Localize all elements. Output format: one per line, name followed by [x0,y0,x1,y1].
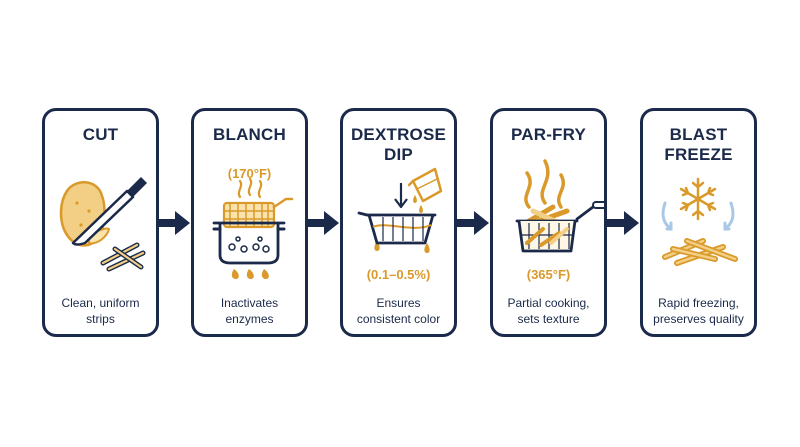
step-card-cut: CUT Clean, uniform strips [42,108,159,337]
step-description: Partial cooking, sets texture [507,296,590,326]
flame-icon [231,269,269,279]
arrow-right-icon [456,211,489,235]
step-title: DEXTROSE DIP [350,125,447,164]
step-description: Clean, uniform strips [61,296,140,326]
blanch-temperature: (170°F) [227,166,272,181]
step-description: Rapid freezing, preserves quality [653,296,744,326]
fry-basket-icon [222,197,294,229]
knife-icon [71,177,147,246]
step-title: PAR-FRY [510,125,587,144]
arrow-right-icon [157,211,190,235]
cold-air-arrows-icon [661,201,735,231]
steam-icon [237,177,263,199]
step-title: CUT [82,125,119,144]
pitcher-icon [407,167,443,203]
dextrose-concentration: (0.1–0.5%) [366,267,431,282]
step-card-par-fry: PAR-FRY (365°F) Partial cooking, se [490,108,607,337]
step-card-dextrose-dip: DEXTROSE DIP (0.1–0.5%) Ensures consiste… [340,108,457,337]
freeze-illustration [661,177,738,266]
cut-illustration [59,177,147,272]
step-title: BLANCH [213,125,286,144]
fry-strips-icon [100,242,146,272]
steam-icon [524,159,565,209]
par-fry-illustration [515,159,604,253]
dip-illustration [357,167,443,253]
fry-basket-icon [515,201,604,253]
blanch-illustration [212,177,294,279]
snowflake-icon [679,177,717,221]
drops-icon [374,195,430,253]
step-title: BLAST FREEZE [664,125,733,164]
fries-pile-icon [662,238,738,266]
down-arrow-icon [394,183,408,209]
step-card-blanch: BLANCH (170°F) [191,108,308,337]
bubbles-icon [228,236,270,253]
par-fry-temperature: (365°F) [526,267,571,282]
arrow-right-icon [606,211,639,235]
step-description: Inactivates enzymes [220,296,279,326]
step-description: Ensures consistent color [356,296,441,326]
pot-icon [212,221,286,265]
step-card-blast-freeze: BLAST FREEZE Rapid freezing, preserv [640,108,757,337]
arrow-right-icon [306,211,339,235]
basket-icon [357,211,437,245]
